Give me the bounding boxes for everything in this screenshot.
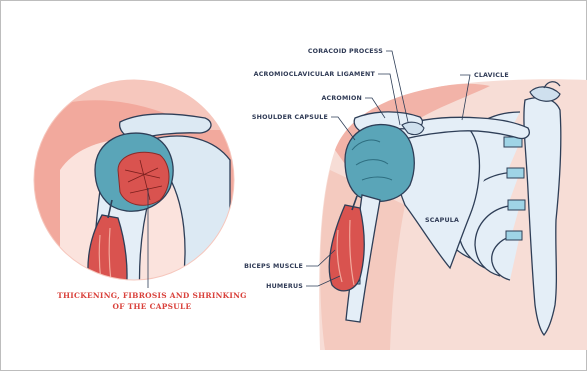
- capsule-closeup-inset: [20, 80, 240, 300]
- label-acromioclavicular-ligament: ACROMIOCLAVICULAR LIGAMENT: [254, 71, 376, 78]
- label-biceps-muscle: BICEPS MUSCLE: [244, 263, 303, 270]
- label-shoulder-capsule: SHOULDER CAPSULE: [252, 114, 328, 121]
- capsule-caption-line1: THICKENING, FIBROSIS AND SHRINKING: [57, 291, 247, 300]
- label-clavicle: CLAVICLE: [474, 72, 509, 79]
- label-humerus: HUMERUS: [266, 283, 303, 290]
- full-shoulder-illustration: [319, 79, 587, 350]
- label-acromion: ACROMION: [321, 95, 362, 102]
- label-coracoid-process: CORACOID PROCESS: [308, 48, 383, 55]
- label-scapula: SCAPULA: [425, 217, 459, 224]
- capsule-caption-line2: OF THE CAPSULE: [113, 302, 192, 311]
- shoulder-capsule: [345, 125, 414, 202]
- inflamed-capsule: [118, 152, 169, 205]
